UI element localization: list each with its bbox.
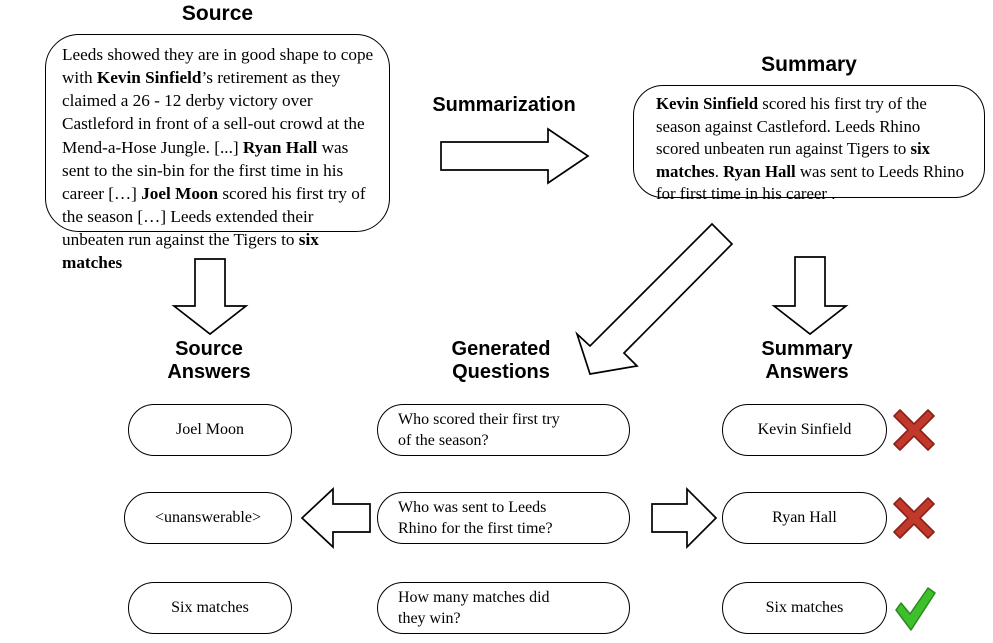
- summary-answer-text: Kevin Sinfield: [757, 421, 852, 439]
- summary-document-box: Kevin Sinfield scored his first try of t…: [633, 85, 985, 203]
- summary-to-questions-arrow-icon: [575, 222, 734, 375]
- summary-document-text: Kevin Sinfield scored his first try of t…: [656, 94, 964, 204]
- source-answer-pill: Six matches: [128, 582, 292, 634]
- source-to-answers-arrow-icon: [171, 258, 249, 336]
- generated-question-text: How many matches did they win?: [398, 588, 550, 627]
- generated-question-pill: Who scored their first try of the season…: [377, 404, 630, 456]
- generated-questions-header: Generated Questions: [451, 338, 551, 384]
- summary-answer-pill: Six matches: [722, 582, 887, 634]
- source-answer-text: Six matches: [171, 599, 249, 617]
- summary-answer-text: Six matches: [765, 599, 844, 617]
- summarization-arrow-icon: [440, 127, 590, 185]
- source-answer-pill: <unanswerable>: [124, 492, 292, 544]
- summary-answer-pill: Kevin Sinfield: [722, 404, 887, 456]
- red-cross-icon: [893, 409, 935, 451]
- red-cross-icon: [893, 497, 935, 539]
- summarization-label: Summarization: [432, 94, 576, 116]
- summary-answer-pill: Ryan Hall: [722, 492, 887, 544]
- generated-question-text: Who was sent to Leeds Rhino for the firs…: [398, 498, 553, 537]
- summary-to-answers-arrow-icon: [771, 256, 849, 336]
- question-to-summary-answer-arrow-icon: [651, 486, 718, 550]
- green-check-icon: [895, 587, 936, 631]
- summary-title: Summary: [761, 53, 857, 76]
- source-answer-pill: Joel Moon: [128, 404, 292, 456]
- source-document-text: Leeds showed they are in good shape to c…: [62, 45, 374, 273]
- question-to-source-answer-arrow-icon: [300, 487, 371, 549]
- generated-question-text: Who scored their first try of the season…: [398, 410, 560, 449]
- source-answers-header: Source Answers: [167, 338, 251, 384]
- summary-answers-header: Summary Answers: [761, 338, 853, 384]
- generated-question-pill: Who was sent to Leeds Rhino for the firs…: [377, 492, 630, 544]
- source-answer-text: Joel Moon: [176, 421, 244, 439]
- source-document-box: Leeds showed they are in good shape to c…: [45, 34, 390, 272]
- summary-answer-text: Ryan Hall: [772, 509, 837, 527]
- source-answer-text: <unanswerable>: [154, 509, 261, 527]
- generated-question-pill: How many matches did they win?: [377, 582, 630, 634]
- source-title: Source: [181, 2, 254, 25]
